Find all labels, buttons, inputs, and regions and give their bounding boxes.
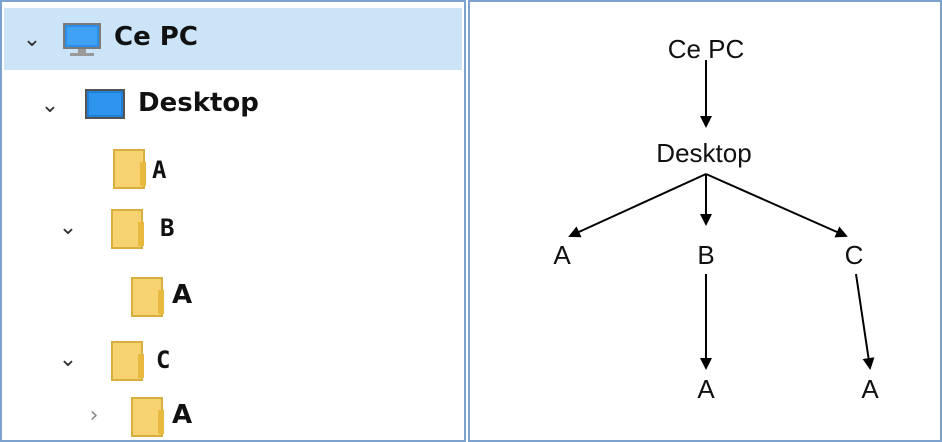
- folder-icon: [111, 341, 144, 381]
- tree-diagram: Ce PC Desktop A B C A A: [553, 34, 879, 404]
- chevron-right-icon[interactable]: ›: [89, 403, 99, 428]
- desktop-icon: [85, 89, 125, 119]
- tree-item-label: Desktop: [138, 88, 259, 118]
- tree-item-desktop[interactable]: ⌄ Desktop: [4, 74, 462, 136]
- tree-item-label: C: [156, 346, 171, 374]
- folder-icon: [113, 149, 146, 189]
- tree-item-ce-pc[interactable]: ⌄ Ce PC: [4, 8, 462, 70]
- diagram-node-root: Ce PC: [668, 34, 745, 64]
- chevron-down-icon[interactable]: ⌄: [58, 347, 78, 372]
- tree-diagram-pane: Ce PC Desktop A B C A A: [468, 0, 942, 442]
- diagram-node-desktop: Desktop: [656, 138, 751, 168]
- diagram-node-c: C: [845, 240, 864, 270]
- folder-icon: [111, 209, 144, 249]
- diagram-node-b: B: [697, 240, 714, 270]
- chevron-down-icon[interactable]: ⌄: [58, 215, 78, 240]
- tree-item-label: A: [152, 156, 167, 184]
- edge-desktop-a: [568, 173, 707, 238]
- tree-item-folder-b[interactable]: ⌄ B: [4, 196, 462, 258]
- tree-item-folder-c-a[interactable]: › A: [4, 386, 462, 440]
- diagram-node-a: A: [553, 240, 571, 270]
- diagram-node-c-a: A: [861, 374, 879, 404]
- edge-c-a: [855, 273, 875, 370]
- diagram-node-b-a: A: [697, 374, 715, 404]
- folder-icon: [131, 277, 164, 317]
- tree-item-folder-a[interactable]: A: [4, 138, 462, 200]
- tree-item-label: A: [172, 400, 193, 430]
- chevron-down-icon[interactable]: ⌄: [40, 93, 60, 118]
- tree-item-label: A: [172, 280, 193, 310]
- edge-desktop-c: [705, 173, 848, 238]
- tree-item-folder-b-a[interactable]: A: [4, 264, 462, 326]
- tree-item-label: Ce PC: [114, 22, 198, 52]
- computer-icon: [63, 23, 101, 56]
- tree-item-label: B: [160, 214, 175, 242]
- tree-item-folder-c[interactable]: ⌄ C: [4, 328, 462, 390]
- navigation-tree-pane: ⌄ Ce PC ⌄ Desktop A ⌄ B: [0, 0, 466, 442]
- folder-icon: [131, 397, 164, 437]
- chevron-down-icon[interactable]: ⌄: [22, 27, 42, 52]
